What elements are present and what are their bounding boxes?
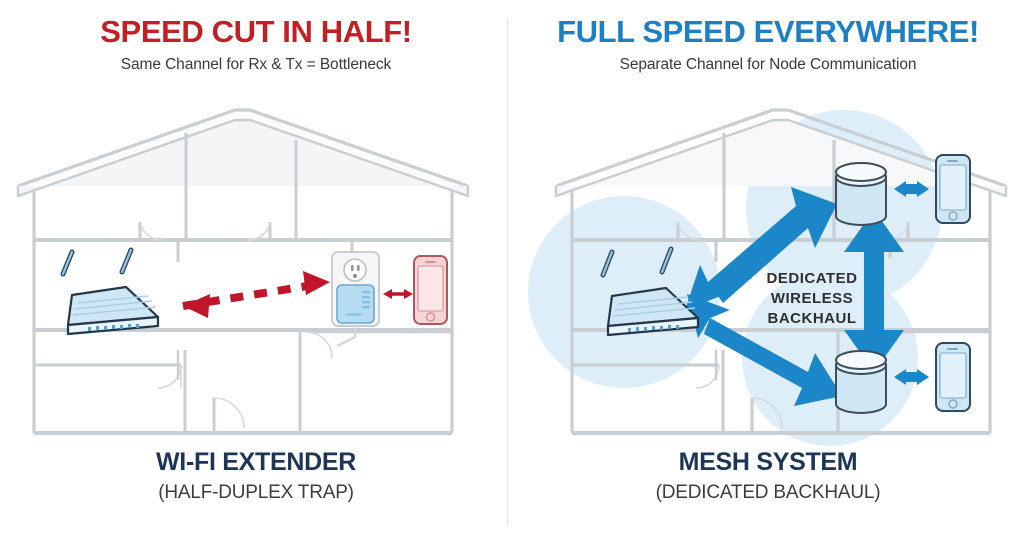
link-extender-to-phone xyxy=(383,289,413,299)
link-node-to-node xyxy=(844,210,904,372)
left-footer-subtitle: (HALF-DUPLEX TRAP) xyxy=(158,482,354,503)
right-illustration: DEDICATED WIRELESS BACKHAUL xyxy=(528,108,1008,446)
backhaul-line-3: BACKHAUL xyxy=(768,310,857,327)
panel-divider xyxy=(507,18,508,526)
link-router-to-extender xyxy=(182,271,330,318)
mesh-node-lower-icon xyxy=(835,350,887,414)
panel-mesh-system: FULL SPEED EVERYWHERE! Separate Channel … xyxy=(512,0,1024,544)
right-footer-subtitle: (DEDICATED BACKHAUL) xyxy=(655,482,881,503)
mesh-node-upper-icon xyxy=(835,162,887,226)
left-header: SPEED CUT IN HALF! Same Channel for Rx &… xyxy=(0,16,512,74)
backhaul-line-1: DEDICATED xyxy=(767,270,858,287)
link-lower-node-to-phone xyxy=(894,369,929,385)
left-header-title: SPEED CUT IN HALF! xyxy=(100,14,412,49)
panel-wifi-extender: SPEED CUT IN HALF! Same Channel for Rx &… xyxy=(0,16,512,504)
smartphone-lower-icon xyxy=(935,342,971,412)
backhaul-arrows xyxy=(685,181,929,406)
backhaul-label: DEDICATED WIRELESS BACKHAUL xyxy=(767,270,858,327)
house-right xyxy=(554,108,1008,435)
left-footer-title: WI-FI EXTENDER xyxy=(156,448,356,476)
left-header-subtitle: Same Channel for Rx & Tx = Bottleneck xyxy=(120,56,392,73)
right-header: FULL SPEED EVERYWHERE! Separate Channel … xyxy=(512,16,1024,74)
right-header-title: FULL SPEED EVERYWHERE! xyxy=(557,14,979,49)
smartphone-red-icon xyxy=(413,255,448,325)
right-footer-title: MESH SYSTEM xyxy=(678,448,858,476)
range-extender-icon xyxy=(336,284,375,348)
right-header-subtitle: Separate Channel for Node Communication xyxy=(619,56,917,73)
left-illustration xyxy=(16,108,470,435)
right-router-icon xyxy=(600,246,700,337)
house-left xyxy=(16,108,470,435)
coverage-zone-router xyxy=(528,196,720,388)
right-footer: MESH SYSTEM (DEDICATED BACKHAUL) xyxy=(512,450,1024,504)
left-router-icon xyxy=(60,247,160,336)
smartphone-upper-icon xyxy=(935,154,971,224)
backhaul-line-2: WIRELESS xyxy=(771,290,853,307)
left-footer: WI-FI EXTENDER (HALF-DUPLEX TRAP) xyxy=(0,450,512,504)
link-upper-node-to-phone xyxy=(894,181,929,197)
